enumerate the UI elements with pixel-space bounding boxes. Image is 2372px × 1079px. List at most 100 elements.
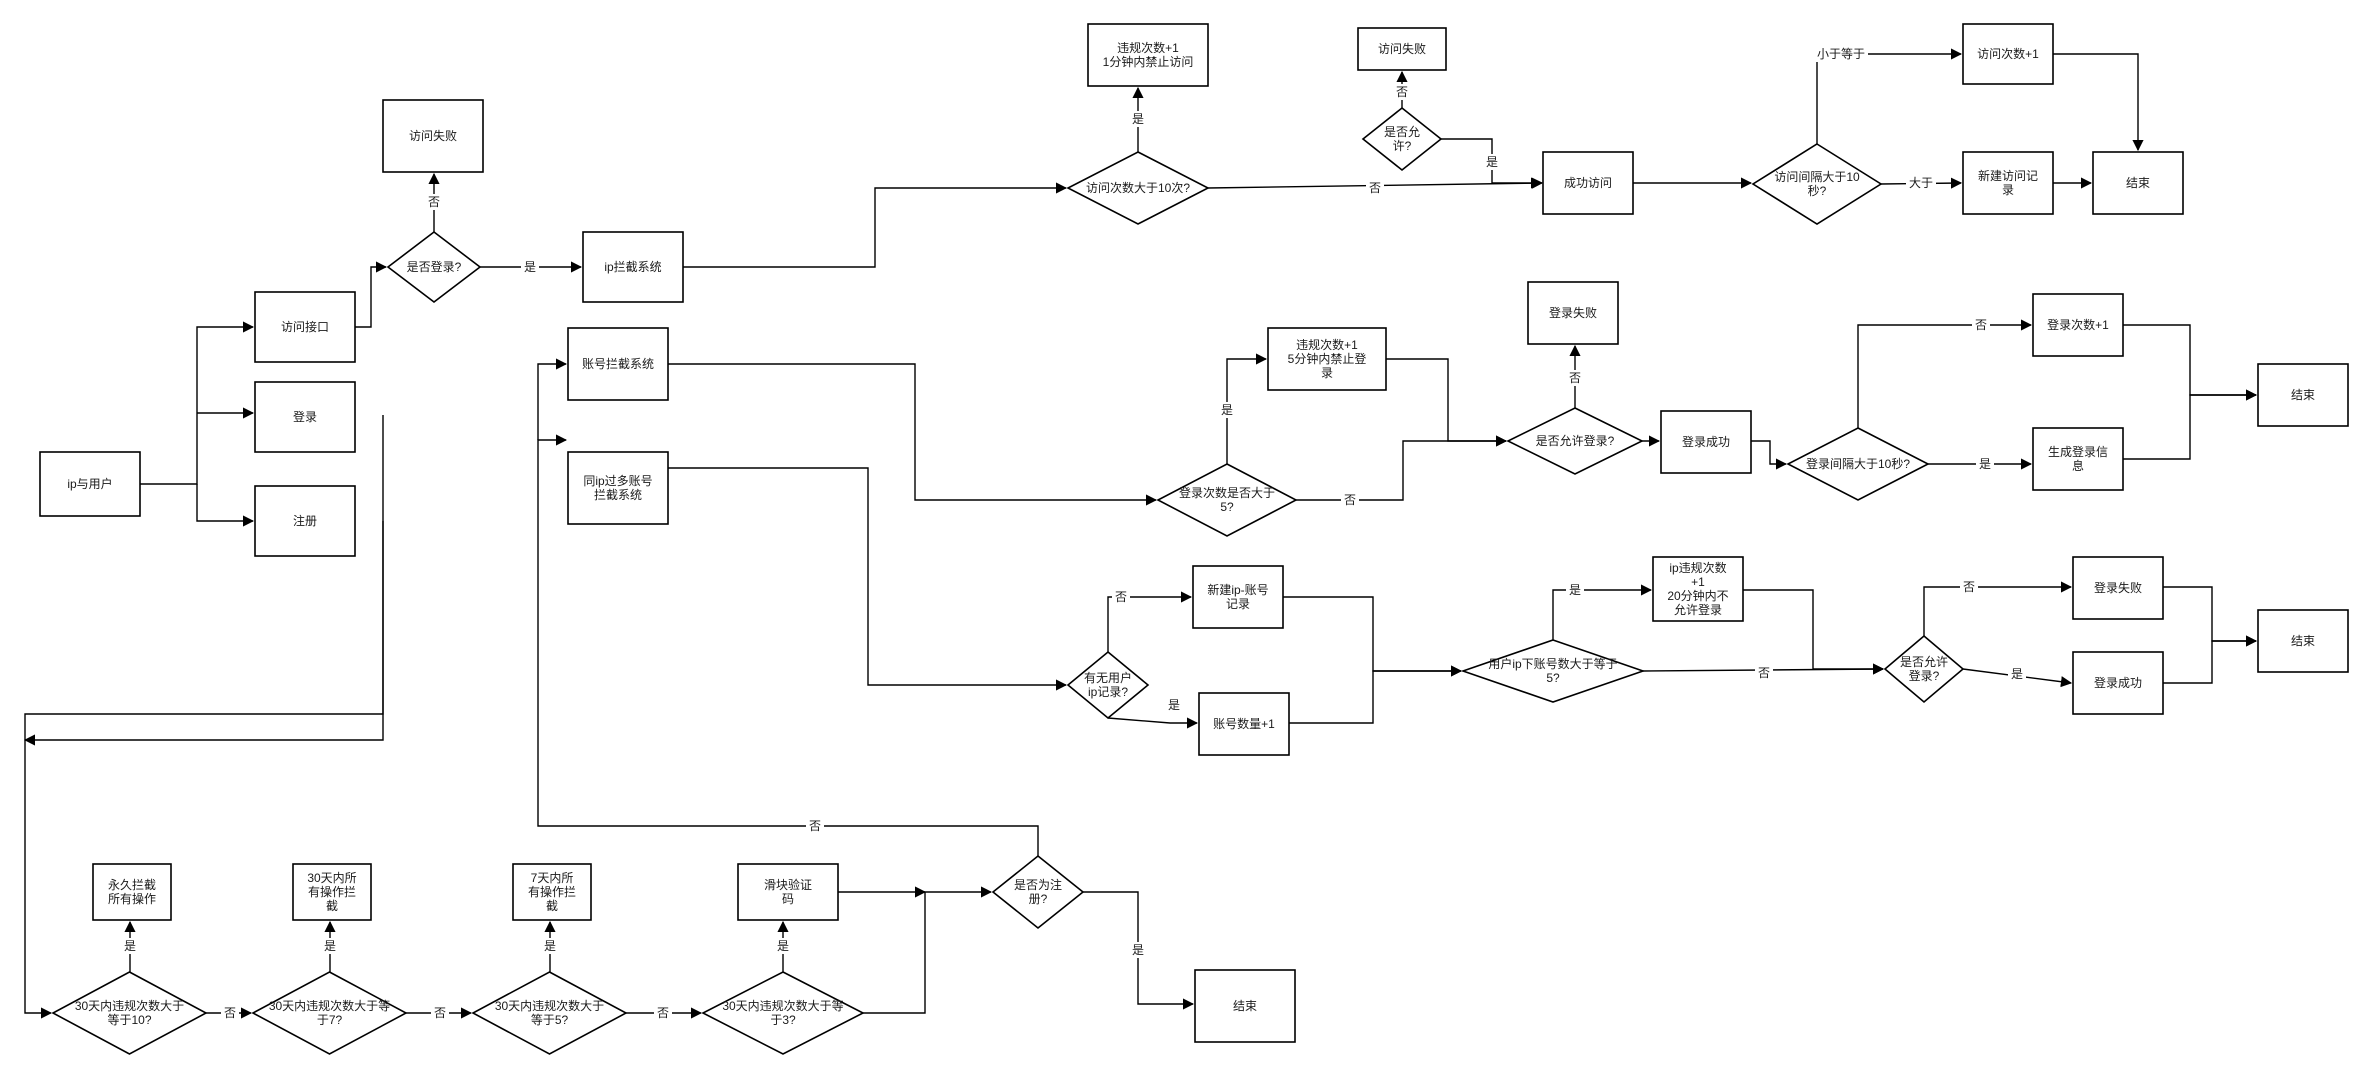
edge-label-background xyxy=(1566,582,1584,598)
node-label: 结束 xyxy=(1233,999,1257,1013)
node-label-line: 永久拦截 xyxy=(108,878,156,892)
decision-diamond xyxy=(1156,463,1298,537)
process-box xyxy=(2072,556,2164,620)
node-end-1: 结束 xyxy=(2092,151,2184,215)
process-box xyxy=(2072,651,2164,715)
node-label-line: 登录成功 xyxy=(2094,675,2142,690)
node-ip-user: ip与用户 xyxy=(39,451,141,517)
node-end-4: 结束 xyxy=(1194,969,1296,1043)
decision-diamond xyxy=(471,971,628,1055)
node-label: 同ip过多账号拦截系统 xyxy=(583,474,652,502)
node-label-line: 秒? xyxy=(1808,184,1827,198)
node-label-line: 有操作拦 xyxy=(308,884,356,899)
node-label-line: 有操作拦 xyxy=(528,884,576,899)
edge-label-yes: 是 xyxy=(544,939,556,953)
edge-label-gt: 大于 xyxy=(1909,176,1933,190)
node-label: 是否允许登录? xyxy=(1536,433,1615,448)
node-label-line: 登录间隔大于10秒? xyxy=(1806,456,1910,471)
process-box xyxy=(292,863,372,921)
node-label: 30天内违规次数大于等于5? xyxy=(495,998,604,1027)
process-box xyxy=(1660,410,1752,474)
edge-connector xyxy=(1226,353,1268,464)
node-label: 新建ip-账号记录 xyxy=(1207,582,1268,611)
node-label-line: 是否允许 xyxy=(1900,654,1948,669)
node-label-line: 账号拦截系统 xyxy=(582,357,654,371)
process-box xyxy=(1652,556,1744,622)
decision-diamond xyxy=(1066,650,1150,720)
node-label: 登录失败 xyxy=(1549,305,1597,320)
edge-connector xyxy=(2163,635,2258,684)
node-gen-login-info: 生成登录信息 xyxy=(2032,427,2124,491)
edge-label-background xyxy=(654,1005,672,1021)
node-label: 生成登录信息 xyxy=(2048,444,2108,473)
process-box xyxy=(92,863,172,921)
node-label-line: ip拦截系统 xyxy=(604,260,661,274)
process-box xyxy=(737,863,839,921)
node-label: 是否允许? xyxy=(1384,124,1420,153)
edge-label-no: 否 xyxy=(657,1006,669,1020)
node-label-line: 等于5? xyxy=(531,1013,569,1027)
node-label-line: 违规次数+1 xyxy=(1117,40,1179,55)
process-box xyxy=(2257,609,2349,673)
node-register: 注册 xyxy=(254,485,356,557)
node-label-line: 同ip过多账号 xyxy=(583,474,652,488)
edge-label-no: 否 xyxy=(1369,181,1381,195)
decision-diamond xyxy=(1361,106,1443,172)
node-label-line: 于3? xyxy=(770,1013,796,1027)
node-label-line: 登录 xyxy=(293,409,317,424)
edge-label-background xyxy=(1906,175,1936,191)
node-label: 是否为注册? xyxy=(1014,877,1062,906)
node-label-line: 所有操作 xyxy=(108,891,156,906)
node-label-line: 滑块验证 xyxy=(764,877,812,892)
node-login-count-inc: 登录次数+1 xyxy=(2032,293,2124,357)
process-box xyxy=(254,485,356,557)
node-label: 7天内所有操作拦截 xyxy=(528,871,576,913)
node-label-line: 1分钟内禁止访问 xyxy=(1103,54,1194,69)
node-same-ip-multi: 同ip过多账号拦截系统 xyxy=(567,451,669,525)
node-new-ip-account: 新建ip-账号记录 xyxy=(1192,565,1284,629)
edge-label-background xyxy=(1218,402,1236,418)
edge-label-no: 否 xyxy=(1344,493,1356,507)
node-label-line: +1 xyxy=(1691,575,1705,589)
node-access-api: 访问接口 xyxy=(254,291,356,363)
node-label: 是否允许登录? xyxy=(1900,654,1948,683)
edge-label-no: 否 xyxy=(1115,590,1127,604)
process-box xyxy=(2092,151,2184,215)
node-login-fail-2: 登录失败 xyxy=(2072,556,2164,620)
edge-label-no: 否 xyxy=(1975,318,1987,332)
edge-label-background xyxy=(1972,317,1990,333)
node-login: 登录 xyxy=(254,381,356,453)
node-label-line: 30天内违规次数大于 xyxy=(75,998,184,1013)
node-label: 30天内违规次数大于等于3? xyxy=(722,998,843,1027)
process-box xyxy=(254,381,356,453)
node-new-access-record: 新建访问记录 xyxy=(1962,151,2054,215)
node-perm-block: 永久拦截所有操作 xyxy=(92,863,172,921)
node-label-line: 息 xyxy=(2072,458,2084,473)
node-label-line: 登录次数是否大于 xyxy=(1179,485,1275,500)
edge-connector xyxy=(668,467,1068,691)
process-box xyxy=(512,863,592,921)
edge-label-yes: 是 xyxy=(1168,698,1180,712)
edge-label-background xyxy=(1129,111,1147,127)
edge-connector xyxy=(1296,435,1508,501)
edge-label-background xyxy=(1814,46,1868,62)
edge-label-background xyxy=(521,259,539,275)
edge-connector xyxy=(1386,358,1508,447)
node-label: 结束 xyxy=(2291,634,2315,648)
edge-label-background xyxy=(1960,579,1978,595)
edge-label-le: 小于等于 xyxy=(1817,47,1865,61)
edge-label-yes: 是 xyxy=(324,939,336,953)
decision-diamond xyxy=(1751,143,1883,225)
node-label-line: 访问失败 xyxy=(409,128,457,143)
node-label-line: 码 xyxy=(782,892,794,906)
node-label-line: 结束 xyxy=(2291,388,2315,402)
node-is-register: 是否为注册? xyxy=(991,854,1085,930)
node-label-line: 允许登录 xyxy=(1674,602,1722,617)
node-label-line: 结束 xyxy=(2291,634,2315,648)
